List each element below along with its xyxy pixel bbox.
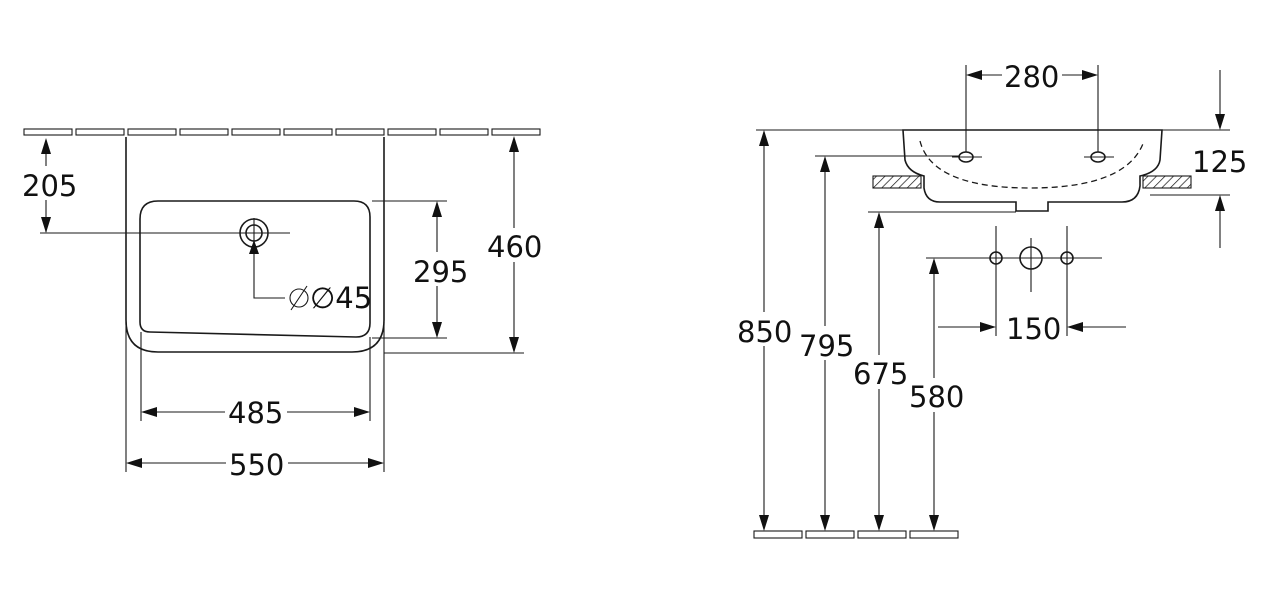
front-view: ∅45 205 295 460 bbox=[20, 128, 544, 482]
side-view: 280 125 850 bbox=[736, 58, 1247, 539]
basin-outline bbox=[125, 137, 385, 353]
floor-strip bbox=[753, 530, 959, 539]
dim-795-label: 795 bbox=[799, 329, 854, 363]
dim-850-label: 850 bbox=[737, 315, 792, 349]
dim-150: 150 bbox=[938, 312, 1126, 346]
dim-125: 125 bbox=[1192, 70, 1247, 248]
dim-795: 795 bbox=[798, 156, 856, 531]
bowl-outline bbox=[139, 200, 371, 338]
counter-hatch-right bbox=[1142, 175, 1192, 189]
counter-hatch-left bbox=[872, 175, 922, 189]
dim-460: 460 bbox=[384, 136, 544, 354]
dim-280: 280 bbox=[965, 58, 1099, 152]
dim-580-label: 580 bbox=[909, 380, 964, 414]
tap-hole: ∅45 bbox=[40, 218, 372, 315]
supply-connections bbox=[926, 226, 1102, 336]
dim-125-label: 125 bbox=[1192, 145, 1247, 179]
dim-550: 550 bbox=[125, 322, 385, 482]
dim-675-label: 675 bbox=[853, 357, 908, 391]
basin-profile bbox=[902, 129, 1163, 212]
overflow-holes bbox=[952, 151, 1114, 163]
dim-550-label: 550 bbox=[229, 448, 284, 482]
dim-850: 850 bbox=[736, 130, 794, 531]
dim-485-label: 485 bbox=[228, 396, 283, 430]
dim-295-label: 295 bbox=[413, 255, 468, 289]
dim-675: 675 bbox=[852, 212, 910, 531]
dim-460-label: 460 bbox=[487, 230, 542, 264]
tap-hole-diameter-label: ∅45 bbox=[310, 281, 372, 315]
dim-205: 205 bbox=[20, 138, 78, 233]
dim-485: 485 bbox=[140, 332, 371, 430]
dim-280-label: 280 bbox=[1004, 60, 1059, 94]
basin-bowl-curve bbox=[919, 140, 1145, 189]
dim-295: 295 bbox=[372, 200, 468, 339]
wall-strip bbox=[23, 128, 541, 136]
dim-150-label: 150 bbox=[1006, 312, 1061, 346]
dim-580: 580 bbox=[908, 258, 966, 531]
dim-205-label: 205 bbox=[22, 169, 77, 203]
